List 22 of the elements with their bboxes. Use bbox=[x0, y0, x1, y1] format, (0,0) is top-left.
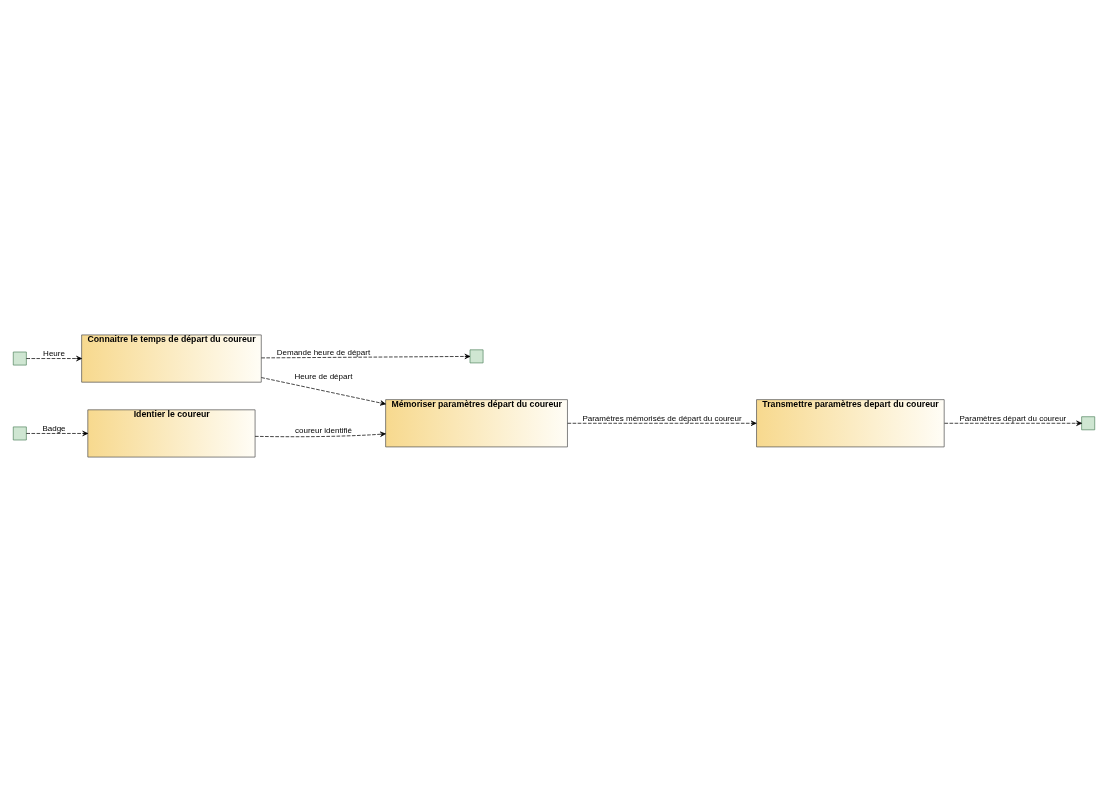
edge-label: Demande heure de départ bbox=[276, 348, 371, 358]
node-box bbox=[1081, 416, 1096, 431]
edge-label: Badge bbox=[42, 424, 66, 434]
arrow bbox=[261, 353, 471, 360]
edge-label: Heure de départ bbox=[294, 371, 353, 381]
arrow bbox=[254, 431, 386, 438]
arrow bbox=[944, 420, 1082, 426]
node-box: Connaitre le temps de départ du coureur bbox=[81, 334, 262, 383]
edge-label: Paramètres mémorisés de départ du coureur bbox=[582, 413, 742, 423]
arrow bbox=[567, 420, 757, 426]
node-box: Transmettre paramètres depart du coureur bbox=[756, 399, 945, 448]
arrow bbox=[26, 430, 89, 437]
edge-label: coureur identifié bbox=[294, 425, 352, 435]
node-box: Mémoriser paramètres départ du coureur bbox=[385, 399, 568, 448]
node-box bbox=[469, 349, 484, 364]
node-box bbox=[12, 426, 27, 441]
arrow bbox=[261, 377, 386, 406]
arrow bbox=[26, 355, 82, 362]
edge-label: Heure bbox=[43, 349, 65, 359]
edge-label: Paramètres départ du coureur bbox=[959, 413, 1067, 423]
node-box bbox=[12, 351, 27, 366]
node-box: Identier le coureur bbox=[87, 409, 256, 458]
